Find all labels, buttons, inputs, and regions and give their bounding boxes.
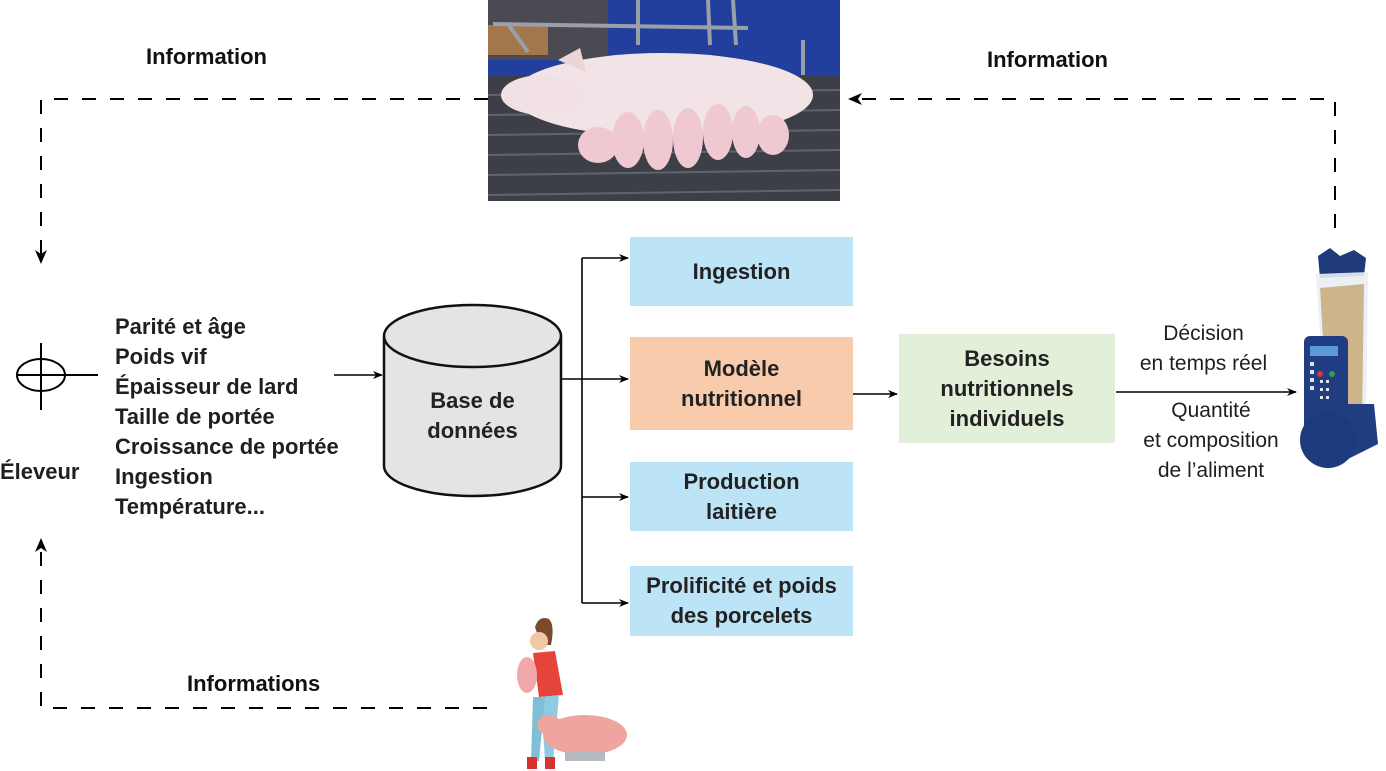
farmer-label: Éleveur <box>0 459 80 484</box>
module-label: Ingestion <box>692 258 791 284</box>
module-prolificacy-piglet-weight: Prolificité et poids des porcelets <box>630 566 853 636</box>
feed-label-line: Quantité <box>1171 399 1251 422</box>
decision-label: Décision en temps réel <box>1126 319 1281 379</box>
decision-label-line: en temps réel <box>1139 352 1268 375</box>
feed-quantity-composition-label: Quantité et composition de l’aliment <box>1126 396 1296 486</box>
database-label-line: Base de <box>430 388 515 413</box>
input-variable: Croissance de portée <box>115 434 339 459</box>
module-label: Modèle <box>703 355 780 381</box>
module-label: Prolificité et poids <box>646 573 837 598</box>
needs-label: individuels <box>949 405 1065 431</box>
feedback-label-bottom: Informations <box>187 671 321 696</box>
module-ingestion: Ingestion <box>630 237 853 306</box>
feedback-loop-top-left <box>35 98 488 264</box>
input-variable: Ingestion <box>115 464 213 489</box>
module-label: laitière <box>706 498 777 524</box>
sow-photo <box>488 0 840 201</box>
database-label-line: données <box>427 418 518 443</box>
farmer-illustration <box>505 615 635 771</box>
needs-label: nutritionnels <box>940 375 1074 401</box>
input-variable: Poids vif <box>115 344 207 369</box>
database-cylinder <box>382 303 563 498</box>
feed-label-line: de l’aliment <box>1157 459 1265 482</box>
module-label: Production <box>683 468 800 494</box>
feedback-label-top-left: Information <box>146 44 267 69</box>
feeder-image <box>1296 244 1386 476</box>
crosshair-ellipse-icon <box>16 343 98 410</box>
module-label: nutritionnel <box>681 385 802 411</box>
module-label: des porcelets <box>670 603 813 628</box>
input-variable: Taille de portée <box>115 404 275 429</box>
feedback-loop-bottom <box>35 538 487 709</box>
database-label: Base de données <box>384 383 561 449</box>
feedback-loop-top-right <box>848 93 1336 228</box>
feedback-label-top-right: Information <box>987 47 1108 72</box>
branch-connectors <box>561 254 629 607</box>
module-nutritional-model: Modèle nutritionnel <box>630 337 853 430</box>
feed-label-line: et composition <box>1143 429 1279 452</box>
input-variable: Épaisseur de lard <box>115 374 299 399</box>
input-variables-list: Parité et âge Poids vif Épaisseur de lar… <box>115 312 339 522</box>
decision-label-line: Décision <box>1163 322 1244 345</box>
individual-nutritional-needs: Besoins nutritionnels individuels <box>899 334 1115 443</box>
needs-label: Besoins <box>964 345 1050 371</box>
input-variable: Température... <box>115 494 265 519</box>
module-milk-production: Production laitière <box>630 462 853 531</box>
input-variable: Parité et âge <box>115 314 246 339</box>
